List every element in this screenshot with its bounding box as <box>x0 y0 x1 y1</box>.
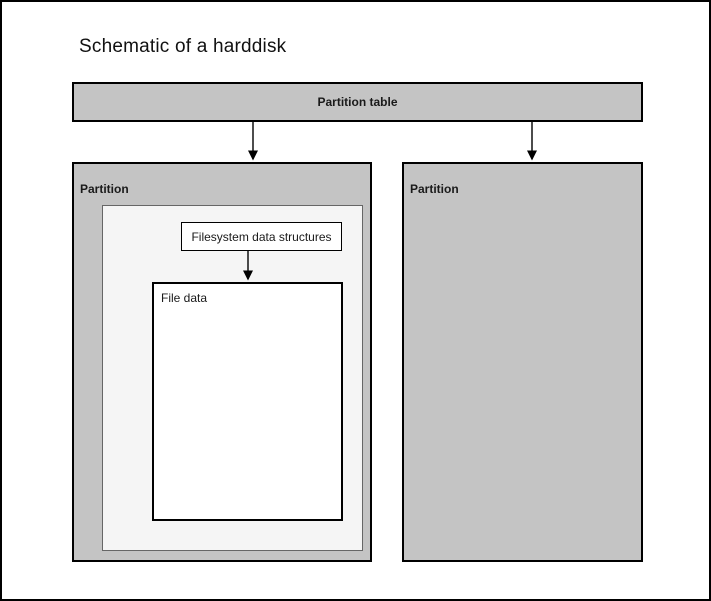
diagram-title: Schematic of a harddisk <box>79 36 287 57</box>
partition-table-label: Partition table <box>317 95 398 109</box>
filesystem-structures-label: Filesystem data structures <box>191 229 332 244</box>
partition-right-box: Partition <box>402 162 643 562</box>
file-data-label: File data <box>161 291 208 305</box>
partition-left-label: Partition <box>80 182 129 196</box>
partition-table-box: Partition table <box>72 82 643 122</box>
filesystem-structures-box: Filesystem data structures <box>181 222 342 251</box>
partition-right-label: Partition <box>410 182 459 196</box>
file-data-box: File data <box>152 282 343 521</box>
